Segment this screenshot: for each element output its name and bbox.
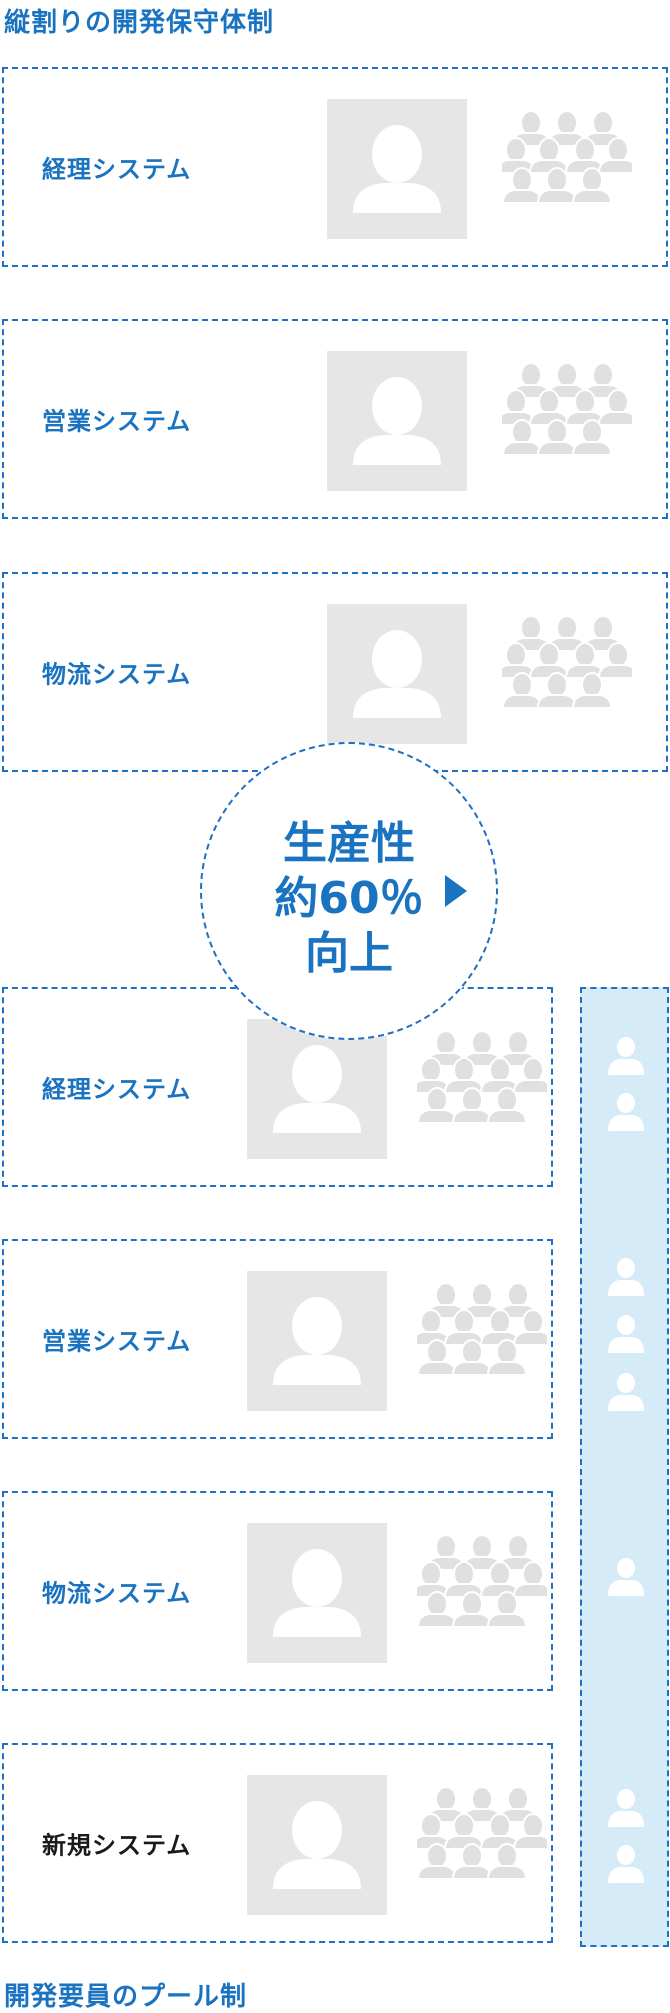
manager-photo xyxy=(327,99,467,239)
productivity-line-1: 生産性 xyxy=(283,818,415,869)
people-group-icon xyxy=(417,1787,547,1880)
person-icon xyxy=(608,1258,644,1296)
people-group-icon xyxy=(417,1283,547,1376)
manager-photo xyxy=(247,1019,387,1159)
manager-photo xyxy=(327,604,467,744)
people-group-icon xyxy=(502,363,632,456)
productivity-line-3: 向上 xyxy=(305,928,393,979)
system-label: 営業システム xyxy=(42,407,192,436)
person-icon xyxy=(273,1297,361,1385)
person-icon xyxy=(273,1045,361,1133)
person-icon xyxy=(353,125,441,213)
pool-system-box-new: 新規システム xyxy=(2,1743,553,1943)
people-group-icon xyxy=(417,1535,547,1628)
manager-photo xyxy=(327,351,467,491)
person-icon xyxy=(608,1558,644,1596)
productivity-callout: 生産性 約60％ 向上 xyxy=(200,742,498,1040)
system-label: 物流システム xyxy=(42,660,192,689)
person-icon xyxy=(608,1845,644,1883)
person-icon xyxy=(353,377,441,465)
system-label: 経理システム xyxy=(42,1075,192,1104)
people-group-icon xyxy=(502,616,632,709)
manager-photo xyxy=(247,1271,387,1411)
people-group-icon xyxy=(417,1031,547,1124)
vertical-system-box-accounting: 経理システム xyxy=(2,67,668,267)
person-icon xyxy=(608,1373,644,1411)
manager-photo xyxy=(247,1775,387,1915)
pool-structure-heading: 開発要員のプール制 xyxy=(4,1982,248,2012)
person-icon xyxy=(608,1037,644,1075)
person-icon xyxy=(273,1801,361,1889)
system-label: 営業システム xyxy=(42,1327,192,1356)
person-icon xyxy=(353,630,441,718)
pool-system-box-logistics: 物流システム xyxy=(2,1491,553,1691)
system-label: 経理システム xyxy=(42,155,192,184)
vertical-system-box-logistics: 物流システム xyxy=(2,572,668,772)
vertical-structure-heading: 縦割りの開発保守体制 xyxy=(4,8,275,38)
person-icon xyxy=(608,1789,644,1827)
developer-pool xyxy=(580,987,669,1947)
system-label: 物流システム xyxy=(42,1579,192,1608)
person-icon xyxy=(273,1549,361,1637)
person-icon xyxy=(608,1315,644,1353)
manager-photo xyxy=(247,1523,387,1663)
people-group-icon xyxy=(502,111,632,204)
productivity-line-2: 約60％ xyxy=(274,873,424,924)
system-label: 新規システム xyxy=(42,1831,192,1860)
vertical-system-box-sales: 営業システム xyxy=(2,319,668,519)
pool-system-box-sales: 営業システム xyxy=(2,1239,553,1439)
play-arrow-icon xyxy=(445,875,467,907)
person-icon xyxy=(608,1093,644,1131)
